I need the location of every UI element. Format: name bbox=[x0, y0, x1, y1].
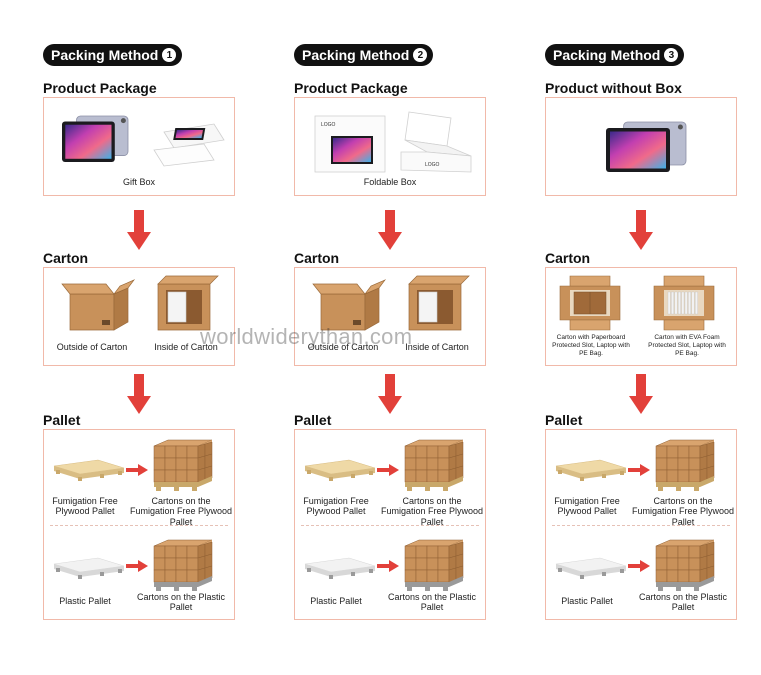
pallet-caption: Fumigation Free Plywood Pallet bbox=[554, 496, 620, 517]
down-arrow-icon bbox=[127, 374, 151, 414]
carton-caption-left: Outside of Carton bbox=[307, 342, 379, 352]
tablet-gift-box-illustration bbox=[62, 115, 225, 167]
divider bbox=[50, 525, 228, 526]
carton-section-title: Carton bbox=[294, 250, 340, 266]
product-panel: LOGO LOGO Foldable Box bbox=[294, 97, 486, 196]
pallet-caption: Fumigation Free Plywood Pallet bbox=[52, 496, 118, 517]
packing-method-badge: Packing Method 1 bbox=[43, 44, 183, 66]
pallet-row-wood: Fumigation Free Plywood Pallet Cartons o… bbox=[546, 430, 736, 527]
pallet-row-wood: Fumigation Free Plywood Pallet Cartons o… bbox=[295, 430, 485, 527]
carton-caption-right: Inside of Carton bbox=[154, 342, 218, 352]
divider bbox=[301, 525, 479, 526]
pallet-caption: Plastic Pallet bbox=[59, 596, 111, 606]
pallet-row-plastic: Plastic Pallet Cartons on the Plastic Pa… bbox=[546, 526, 736, 620]
wood-pallet-icon bbox=[53, 459, 125, 481]
pallet-panel: Fumigation Free Plywood Pallet Cartons o… bbox=[294, 429, 486, 620]
pallet-caption: Fumigation Free Plywood Pallet bbox=[303, 496, 369, 517]
svg-text:LOGO: LOGO bbox=[321, 122, 336, 128]
pallet-result-caption: Cartons on the Fumigation Free Plywood P… bbox=[631, 496, 735, 527]
carton-section-title: Carton bbox=[545, 250, 591, 266]
carton-caption-right: Inside of Carton bbox=[405, 342, 469, 352]
pallet-panel: Fumigation Free Plywood Pallet Cartons o… bbox=[43, 429, 235, 620]
carton-panel: Carton with Paperboard Protected Slot, L… bbox=[545, 267, 737, 366]
carton-outside-inside-illustration bbox=[61, 275, 219, 331]
product-section-title: Product Package bbox=[294, 80, 408, 96]
badge-number: 1 bbox=[162, 48, 177, 62]
open-carton-icon bbox=[408, 275, 470, 331]
cartons-on-plastic-pallet-icon bbox=[153, 539, 213, 591]
right-arrow-icon bbox=[628, 464, 650, 476]
carton-slot-illustration bbox=[559, 275, 715, 331]
carton-panel: Outside of Carton Inside of Carton bbox=[43, 267, 235, 366]
down-arrow-icon bbox=[378, 210, 402, 250]
right-arrow-icon bbox=[126, 560, 148, 572]
packing-method-column-3: Packing Method 3 Product without Box Car… bbox=[545, 0, 737, 675]
pallet-caption: Plastic Pallet bbox=[310, 596, 362, 606]
plastic-pallet-icon bbox=[555, 557, 627, 579]
cartons-on-wood-pallet-icon bbox=[404, 439, 464, 491]
badge-label: Packing Method bbox=[553, 47, 661, 63]
bare-tablet-illustration bbox=[606, 121, 687, 172]
cartons-on-wood-pallet-icon bbox=[153, 439, 213, 491]
closed-carton-icon bbox=[312, 279, 387, 331]
carton-outside-inside-illustration bbox=[312, 275, 470, 331]
pallet-section-title: Pallet bbox=[43, 412, 81, 428]
pallet-panel: Fumigation Free Plywood Pallet Cartons o… bbox=[545, 429, 737, 620]
down-arrow-icon bbox=[629, 210, 653, 250]
product-caption: Gift Box bbox=[122, 177, 155, 187]
packing-method-badge: Packing Method 2 bbox=[294, 44, 434, 66]
badge-number: 3 bbox=[664, 48, 679, 62]
down-arrow-icon bbox=[127, 210, 151, 250]
carton-section-title: Carton bbox=[43, 250, 89, 266]
wood-pallet-icon bbox=[304, 459, 376, 481]
divider bbox=[552, 525, 730, 526]
cartons-on-wood-pallet-icon bbox=[655, 439, 715, 491]
pallet-section-title: Pallet bbox=[294, 412, 332, 428]
tablet-foldable-box-illustration: LOGO LOGO bbox=[314, 111, 472, 173]
product-panel: Gift Box bbox=[43, 97, 235, 196]
badge-number: 2 bbox=[413, 48, 428, 62]
closed-carton-icon bbox=[61, 279, 136, 331]
plastic-pallet-icon bbox=[304, 557, 376, 579]
pallet-result-caption: Cartons on the Fumigation Free Plywood P… bbox=[129, 496, 233, 527]
carton-caption-left: Outside of Carton bbox=[56, 342, 128, 352]
pallet-row-wood: Fumigation Free Plywood Pallet Cartons o… bbox=[44, 430, 234, 527]
packing-method-badge: Packing Method 3 bbox=[545, 44, 685, 66]
packing-method-column-1: Packing Method 1 Product Package Gift Bo… bbox=[43, 0, 235, 675]
product-panel bbox=[545, 97, 737, 196]
right-arrow-icon bbox=[377, 464, 399, 476]
carton-panel: Outside of Carton Inside of Carton bbox=[294, 267, 486, 366]
carton-caption-left: Carton with Paperboard Protected Slot, L… bbox=[552, 334, 630, 357]
right-arrow-icon bbox=[628, 560, 650, 572]
product-section-title: Product without Box bbox=[545, 80, 682, 96]
pallet-result-caption: Cartons on the Plastic Pallet bbox=[638, 592, 728, 613]
svg-text:LOGO: LOGO bbox=[425, 162, 440, 168]
right-arrow-icon bbox=[126, 464, 148, 476]
wood-pallet-icon bbox=[555, 459, 627, 481]
watermark: worldwiderythan.com bbox=[200, 324, 413, 349]
down-arrow-icon bbox=[629, 374, 653, 414]
carton-caption-right: Carton with EVA Foam Protected Slot, Lap… bbox=[648, 334, 726, 357]
badge-label: Packing Method bbox=[302, 47, 410, 63]
cartons-on-plastic-pallet-icon bbox=[655, 539, 715, 591]
down-arrow-icon bbox=[378, 374, 402, 414]
pallet-caption: Plastic Pallet bbox=[561, 596, 613, 606]
pallet-row-plastic: Plastic Pallet Cartons on the Plastic Pa… bbox=[295, 526, 485, 620]
product-section-title: Product Package bbox=[43, 80, 157, 96]
pallet-result-caption: Cartons on the Plastic Pallet bbox=[387, 592, 477, 613]
pallet-section-title: Pallet bbox=[545, 412, 583, 428]
plastic-pallet-icon bbox=[53, 557, 125, 579]
badge-label: Packing Method bbox=[51, 47, 159, 63]
packing-method-column-2: Packing Method 2 Product Package LOGO LO… bbox=[294, 0, 486, 675]
pallet-result-caption: Cartons on the Plastic Pallet bbox=[136, 592, 226, 613]
pallet-row-plastic: Plastic Pallet Cartons on the Plastic Pa… bbox=[44, 526, 234, 620]
open-carton-icon bbox=[157, 275, 219, 331]
right-arrow-icon bbox=[377, 560, 399, 572]
cartons-on-plastic-pallet-icon bbox=[404, 539, 464, 591]
pallet-result-caption: Cartons on the Fumigation Free Plywood P… bbox=[380, 496, 484, 527]
product-caption: Foldable Box bbox=[363, 177, 417, 187]
